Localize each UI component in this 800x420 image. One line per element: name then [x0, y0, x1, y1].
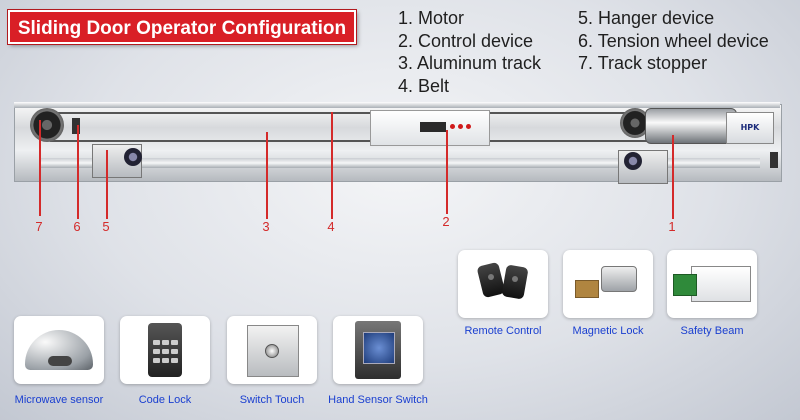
marker-line-1: [672, 135, 674, 219]
legend-item-hanger-device: 5. Hanger device: [578, 8, 715, 28]
legend-item-tension-wheel-device: 6. Tension wheel device: [578, 30, 769, 51]
marker-line-7: [39, 120, 41, 216]
marker-line-6: [77, 125, 79, 219]
motor: [645, 108, 737, 144]
hanger-wheel-left: [124, 148, 142, 166]
safety-beam-box-icon: [691, 266, 751, 302]
magnetic-lock-image: [563, 250, 653, 318]
legend-item-belt: 4. Belt: [398, 75, 450, 96]
remote-control-image: [458, 250, 548, 318]
keypad-key: [162, 340, 169, 345]
hanger-wheel-right: [624, 152, 642, 170]
page-title: Sliding Door Operator Configuration: [8, 10, 356, 44]
remote-button-icon: [512, 276, 518, 282]
remote-control-label: Remote Control: [464, 325, 542, 337]
belt-upper: [50, 112, 650, 114]
keypad-key: [171, 340, 178, 345]
marker-1: 1: [668, 219, 676, 234]
tension-wheel: [30, 108, 64, 142]
keypad-key: [171, 358, 178, 363]
hand-sensor-pad-icon: [363, 332, 395, 364]
track-ridge: [40, 158, 760, 168]
keypad-key: [153, 358, 160, 363]
track-stopper-right: [770, 152, 778, 168]
marker-line-2: [446, 130, 448, 214]
track-stopper-left: [72, 118, 80, 134]
magnetic-lock-label: Magnetic Lock: [572, 325, 644, 337]
safety-beam-label: Safety Beam: [680, 325, 744, 337]
marker-7: 7: [35, 219, 43, 234]
push-button-icon: [265, 344, 279, 358]
microwave-sensor-image: [14, 316, 104, 384]
marker-3: 3: [262, 219, 270, 234]
belt-lower: [50, 140, 650, 142]
legend-item-control-device: 2. Control device: [398, 30, 534, 51]
keypad-key: [171, 349, 178, 354]
code-lock-image: [120, 316, 210, 384]
marker-6: 6: [73, 219, 81, 234]
microwave-sensor-label: Microwave sensor: [14, 394, 104, 406]
hand-sensor-switch-image: [333, 316, 423, 384]
legend-item-track-stopper: 7. Track stopper: [578, 53, 708, 73]
marker-2: 2: [442, 214, 450, 229]
rail-top-edge: [14, 102, 780, 108]
keypad-key: [162, 349, 169, 354]
safety-beam-image: [667, 250, 757, 318]
control-led: [466, 124, 471, 129]
hand-sensor-switch-label: Hand Sensor Switch: [328, 394, 428, 406]
legend-item-motor: 1. Motor: [398, 8, 465, 28]
code-lock-label: Code Lock: [138, 394, 192, 406]
marker-line-5: [106, 150, 108, 219]
motor-brand-box: HPK: [726, 112, 774, 144]
remote-key-fob-icon: [501, 264, 529, 300]
legend-item-aluminum-track: 3. Aluminum track: [398, 53, 542, 73]
legend-right: 5. Hanger device 6. Tension wheel device…: [578, 7, 769, 75]
lock-bracket-icon: [575, 280, 599, 298]
keypad-key: [162, 358, 169, 363]
control-display: [420, 122, 446, 132]
remote-button-icon: [488, 274, 494, 280]
marker-line-3: [266, 132, 268, 219]
legend-left: 1. Motor 2. Control device 3. Aluminum t…: [398, 7, 541, 97]
keypad-key: [153, 349, 160, 354]
magnetic-lock-icon: [601, 266, 637, 292]
sensor-window-icon: [48, 356, 72, 366]
control-led: [450, 124, 455, 129]
control-led: [458, 124, 463, 129]
marker-line-4: [331, 112, 333, 219]
switch-touch-image: [227, 316, 317, 384]
marker-4: 4: [327, 219, 335, 234]
circuit-board-icon: [673, 274, 697, 296]
marker-5: 5: [102, 219, 110, 234]
switch-touch-label: Switch Touch: [239, 394, 305, 406]
keypad-key: [153, 340, 160, 345]
